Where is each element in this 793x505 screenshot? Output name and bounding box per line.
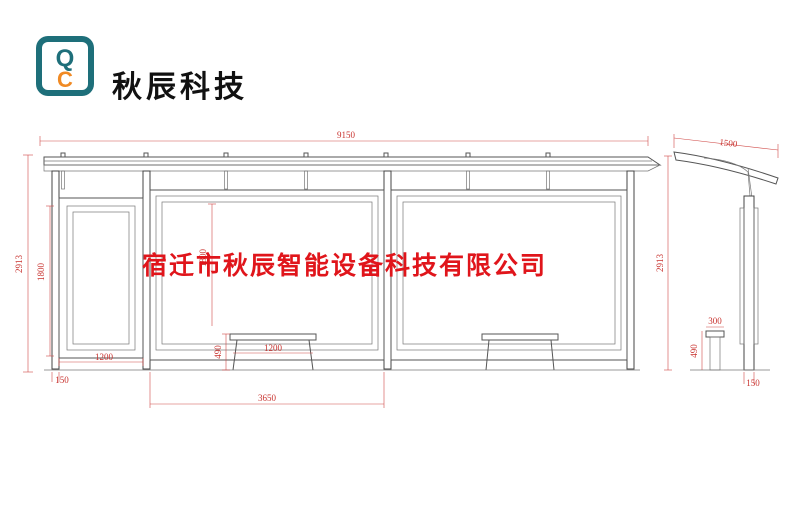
roof-bracket-cap-4 xyxy=(303,152,309,158)
dim-bench-height-label: 490 xyxy=(213,345,223,359)
roof-bracket-cap-2 xyxy=(143,152,149,158)
roof-bracket-strut-7 xyxy=(546,170,550,190)
dim-side-bench-height-label: 490 xyxy=(689,344,699,358)
roof-canopy xyxy=(43,156,662,172)
dim-ad-height: 1800 xyxy=(36,205,54,357)
dim-post-width: 150 xyxy=(51,372,69,385)
post-1 xyxy=(51,170,60,370)
roof-bracket-strut-3 xyxy=(224,170,228,190)
dim-ad-height-label: 1800 xyxy=(36,263,46,282)
dim-total-width: 9150 xyxy=(39,130,649,146)
post-4 xyxy=(626,170,635,370)
logo-letter-q: Q xyxy=(56,45,75,72)
bench-left xyxy=(229,333,317,371)
dim-side-post-width: 150 xyxy=(743,372,760,388)
dim-post-width-label: 150 xyxy=(55,375,69,385)
dim-side-bench-width-label: 300 xyxy=(708,316,722,326)
roof-bracket-cap-1 xyxy=(60,152,66,158)
dim-ad-width-label: 1200 xyxy=(95,352,114,362)
dim-bench-width: 1200 xyxy=(233,343,313,354)
side-post xyxy=(743,195,755,371)
dim-side-bench-width: 300 xyxy=(706,316,724,328)
roof-bracket-strut-6 xyxy=(466,170,470,190)
dim-total-width-label: 9150 xyxy=(337,130,356,140)
qc-logo-icon: Q C xyxy=(36,36,94,96)
dim-front-height-label: 2913 xyxy=(14,255,24,274)
roof-bracket-cap-3 xyxy=(223,152,229,158)
dim-panel-height: 1800 xyxy=(198,203,216,326)
dim-side-bench-height: 490 xyxy=(689,331,703,370)
roof-bracket-strut-4 xyxy=(304,170,308,190)
bench-right xyxy=(481,333,559,371)
dim-panel-width-label: 3650 xyxy=(258,393,277,403)
dim-panel-height-label: 1800 xyxy=(198,249,208,268)
back-panel-left xyxy=(149,189,385,361)
roof-bracket-strut-1 xyxy=(61,170,65,190)
dim-panel-width: 3650 xyxy=(149,372,385,408)
dim-front-height: 2913 xyxy=(14,154,33,373)
roof-bracket-cap-6 xyxy=(465,152,471,158)
dim-side-depth: 1500 xyxy=(673,134,779,158)
brand-name: 秋辰科技 xyxy=(112,70,248,105)
roof-bracket-cap-7 xyxy=(545,152,551,158)
side-view xyxy=(673,151,779,371)
ad-lightbox xyxy=(58,197,144,359)
dim-bench-height: 490 xyxy=(213,333,230,371)
dim-side-height-label: 2913 xyxy=(655,254,665,273)
dim-side-post-width-label: 150 xyxy=(746,378,760,388)
back-panel-right xyxy=(390,189,628,361)
dim-side-height: 2913 xyxy=(655,155,672,371)
dim-ad-width: 1200 xyxy=(58,352,144,366)
dim-bench-width-label: 1200 xyxy=(264,343,283,353)
dim-side-depth-label: 1500 xyxy=(719,137,739,149)
company-logo: Q C xyxy=(34,34,96,98)
company-watermark: 宿迁市秋辰智能设备科技有限公司 xyxy=(142,251,548,280)
roof-bracket-cap-5 xyxy=(383,152,389,158)
logo-letter-c: C xyxy=(57,67,73,92)
